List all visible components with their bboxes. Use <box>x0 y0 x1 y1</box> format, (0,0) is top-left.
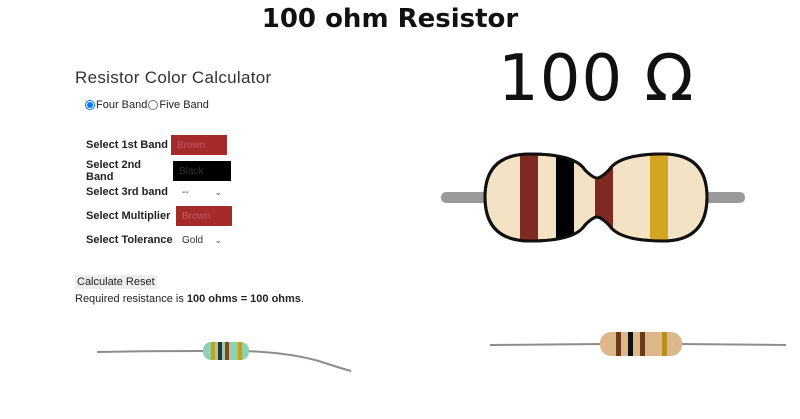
page-title: 100 ohm Resistor <box>261 4 519 34</box>
resistor-lead-left <box>489 343 604 346</box>
second-band-label: Select 2nd Band <box>86 159 142 183</box>
resistor-band-4 <box>650 154 668 241</box>
result-prefix: Required resistance is <box>75 293 187 305</box>
calculate-button[interactable]: Calculate <box>77 276 123 288</box>
resistor-band-2 <box>218 342 222 360</box>
result-value: 100 ohms = 100 ohms <box>186 293 301 305</box>
third-band-select[interactable]: -- ⌄ <box>176 182 228 202</box>
result-text: Required resistance is 100 ohms = 100 oh… <box>75 293 304 305</box>
tolerance-row: Select Tolerance Gold ⌄ <box>86 230 228 250</box>
tolerance-select[interactable]: Gold ⌄ <box>176 230 228 250</box>
calculator-title: Resistor Color Calculator <box>75 68 272 87</box>
small-resistor-photo-right <box>489 332 787 356</box>
resistor-band-2 <box>628 332 633 356</box>
resistor-band-3 <box>640 332 645 356</box>
large-resistor-illustration <box>441 152 745 243</box>
resistor-band-3 <box>595 154 613 241</box>
chevron-down-icon: ⌄ <box>214 186 222 197</box>
resistor-band-4 <box>238 342 242 360</box>
resistor-band-1 <box>520 154 538 241</box>
first-band-select[interactable]: Brown <box>171 135 227 155</box>
multiplier-select[interactable]: Brown <box>176 206 232 226</box>
third-band-row: Select 3rd band -- ⌄ <box>86 182 228 202</box>
tolerance-label: Select Tolerance <box>86 234 173 246</box>
second-band-select[interactable]: Black <box>173 161 231 181</box>
resistor-band-4 <box>662 332 667 356</box>
resistor-band-1 <box>616 332 621 356</box>
small-resistor-photo-left <box>96 342 352 372</box>
resistor-band-1 <box>211 342 215 360</box>
chevron-down-icon: ⌄ <box>214 234 222 245</box>
five-band-radio[interactable] <box>148 100 159 110</box>
resistor-lead-left <box>96 350 206 353</box>
action-buttons: Calculate Reset <box>75 275 157 289</box>
resistor-band-2 <box>556 154 574 241</box>
first-band-label: Select 1st Band <box>86 139 168 151</box>
resistor-band-3 <box>225 342 229 360</box>
five-band-label[interactable]: Five Band <box>159 99 209 111</box>
multiplier-row: Select Multiplier Brown <box>86 206 232 226</box>
resistor-lead-right <box>677 343 787 346</box>
first-band-row: Select 1st Band Brown <box>86 135 227 155</box>
third-band-value: -- <box>182 186 189 198</box>
third-band-label: Select 3rd band <box>86 186 168 198</box>
resistor-lead-right <box>244 350 352 372</box>
tolerance-value: Gold <box>182 234 204 246</box>
multiplier-label: Select Multiplier <box>86 210 171 222</box>
four-band-radio[interactable] <box>85 100 95 110</box>
reset-button[interactable]: Reset <box>125 276 155 288</box>
second-band-row: Select 2nd Band Black <box>86 159 231 183</box>
band-type-selector: Four Band Five Band <box>85 99 210 111</box>
result-suffix: . <box>300 293 304 305</box>
big-ohm-value: 100 Ω <box>498 42 695 116</box>
four-band-label[interactable]: Four Band <box>96 99 148 111</box>
